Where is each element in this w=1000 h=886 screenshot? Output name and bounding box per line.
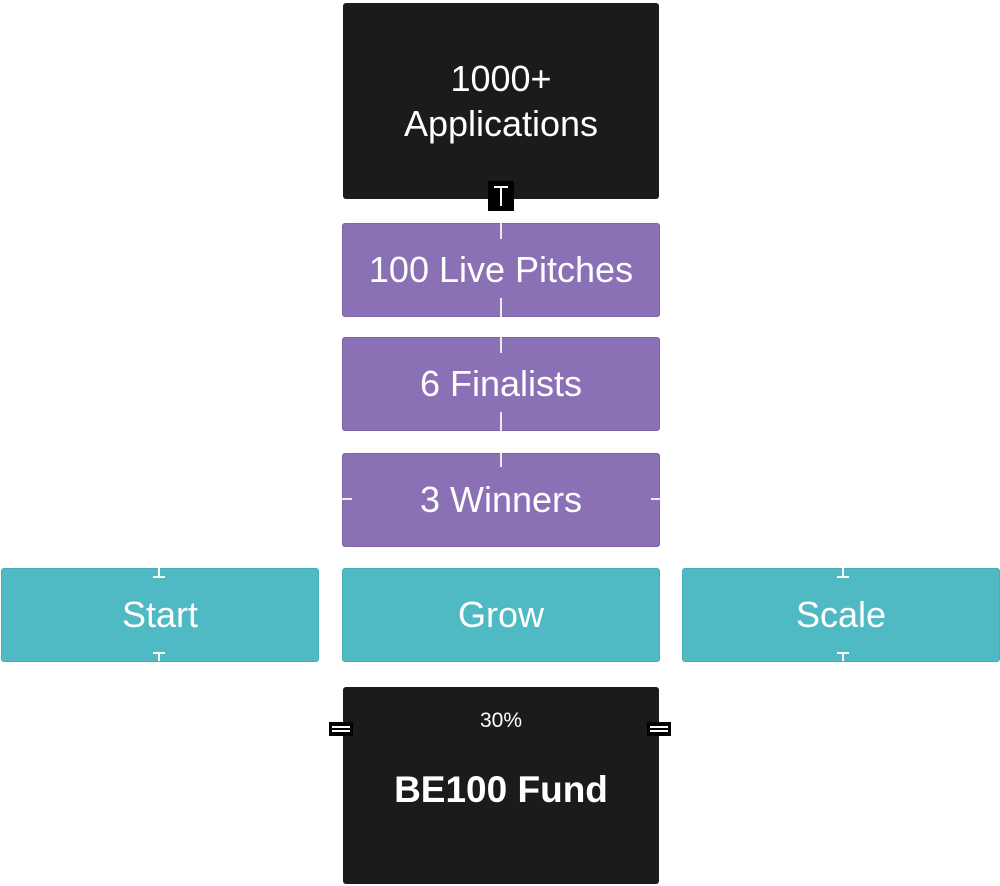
connector-tick: [842, 568, 844, 576]
left-side-handle[interactable]: [329, 722, 353, 736]
stage-label: 6 Finalists: [419, 363, 583, 404]
fund-percent: 30%: [479, 709, 523, 732]
connector-tick: [837, 652, 849, 654]
applications-count: 1000+: [450, 58, 552, 99]
track-label: Start: [121, 594, 199, 635]
fund-node: 30% BE100 Fund: [343, 687, 659, 884]
connector-line: [500, 298, 502, 317]
connector-tick: [842, 652, 844, 661]
applications-label: Applications: [403, 103, 599, 144]
connector-line: [500, 412, 502, 431]
connector-line: [500, 337, 502, 353]
stage-label: 3 Winners: [419, 479, 583, 520]
connector-tick: [153, 576, 165, 578]
track-label: Scale: [795, 594, 887, 635]
connector-tick: [837, 576, 849, 578]
track-start: Start: [1, 568, 319, 662]
stage-winners: 3 Winners: [342, 453, 660, 547]
connector-tick: [158, 568, 160, 576]
connector-line: [651, 498, 660, 500]
connector-line: [500, 453, 502, 467]
connector-line: [342, 498, 352, 500]
stage-label: 100 Live Pitches: [368, 249, 634, 290]
track-grow: Grow: [342, 568, 660, 662]
connector-tick: [500, 186, 502, 206]
connector-line: [500, 223, 502, 239]
applications-node: 1000+ Applications: [343, 3, 659, 199]
connector-tick: [158, 652, 160, 661]
track-scale: Scale: [682, 568, 1000, 662]
track-label: Grow: [457, 594, 544, 635]
right-side-handle[interactable]: [647, 722, 671, 736]
fund-title: BE100 Fund: [394, 769, 608, 810]
connector-tick: [153, 652, 165, 654]
